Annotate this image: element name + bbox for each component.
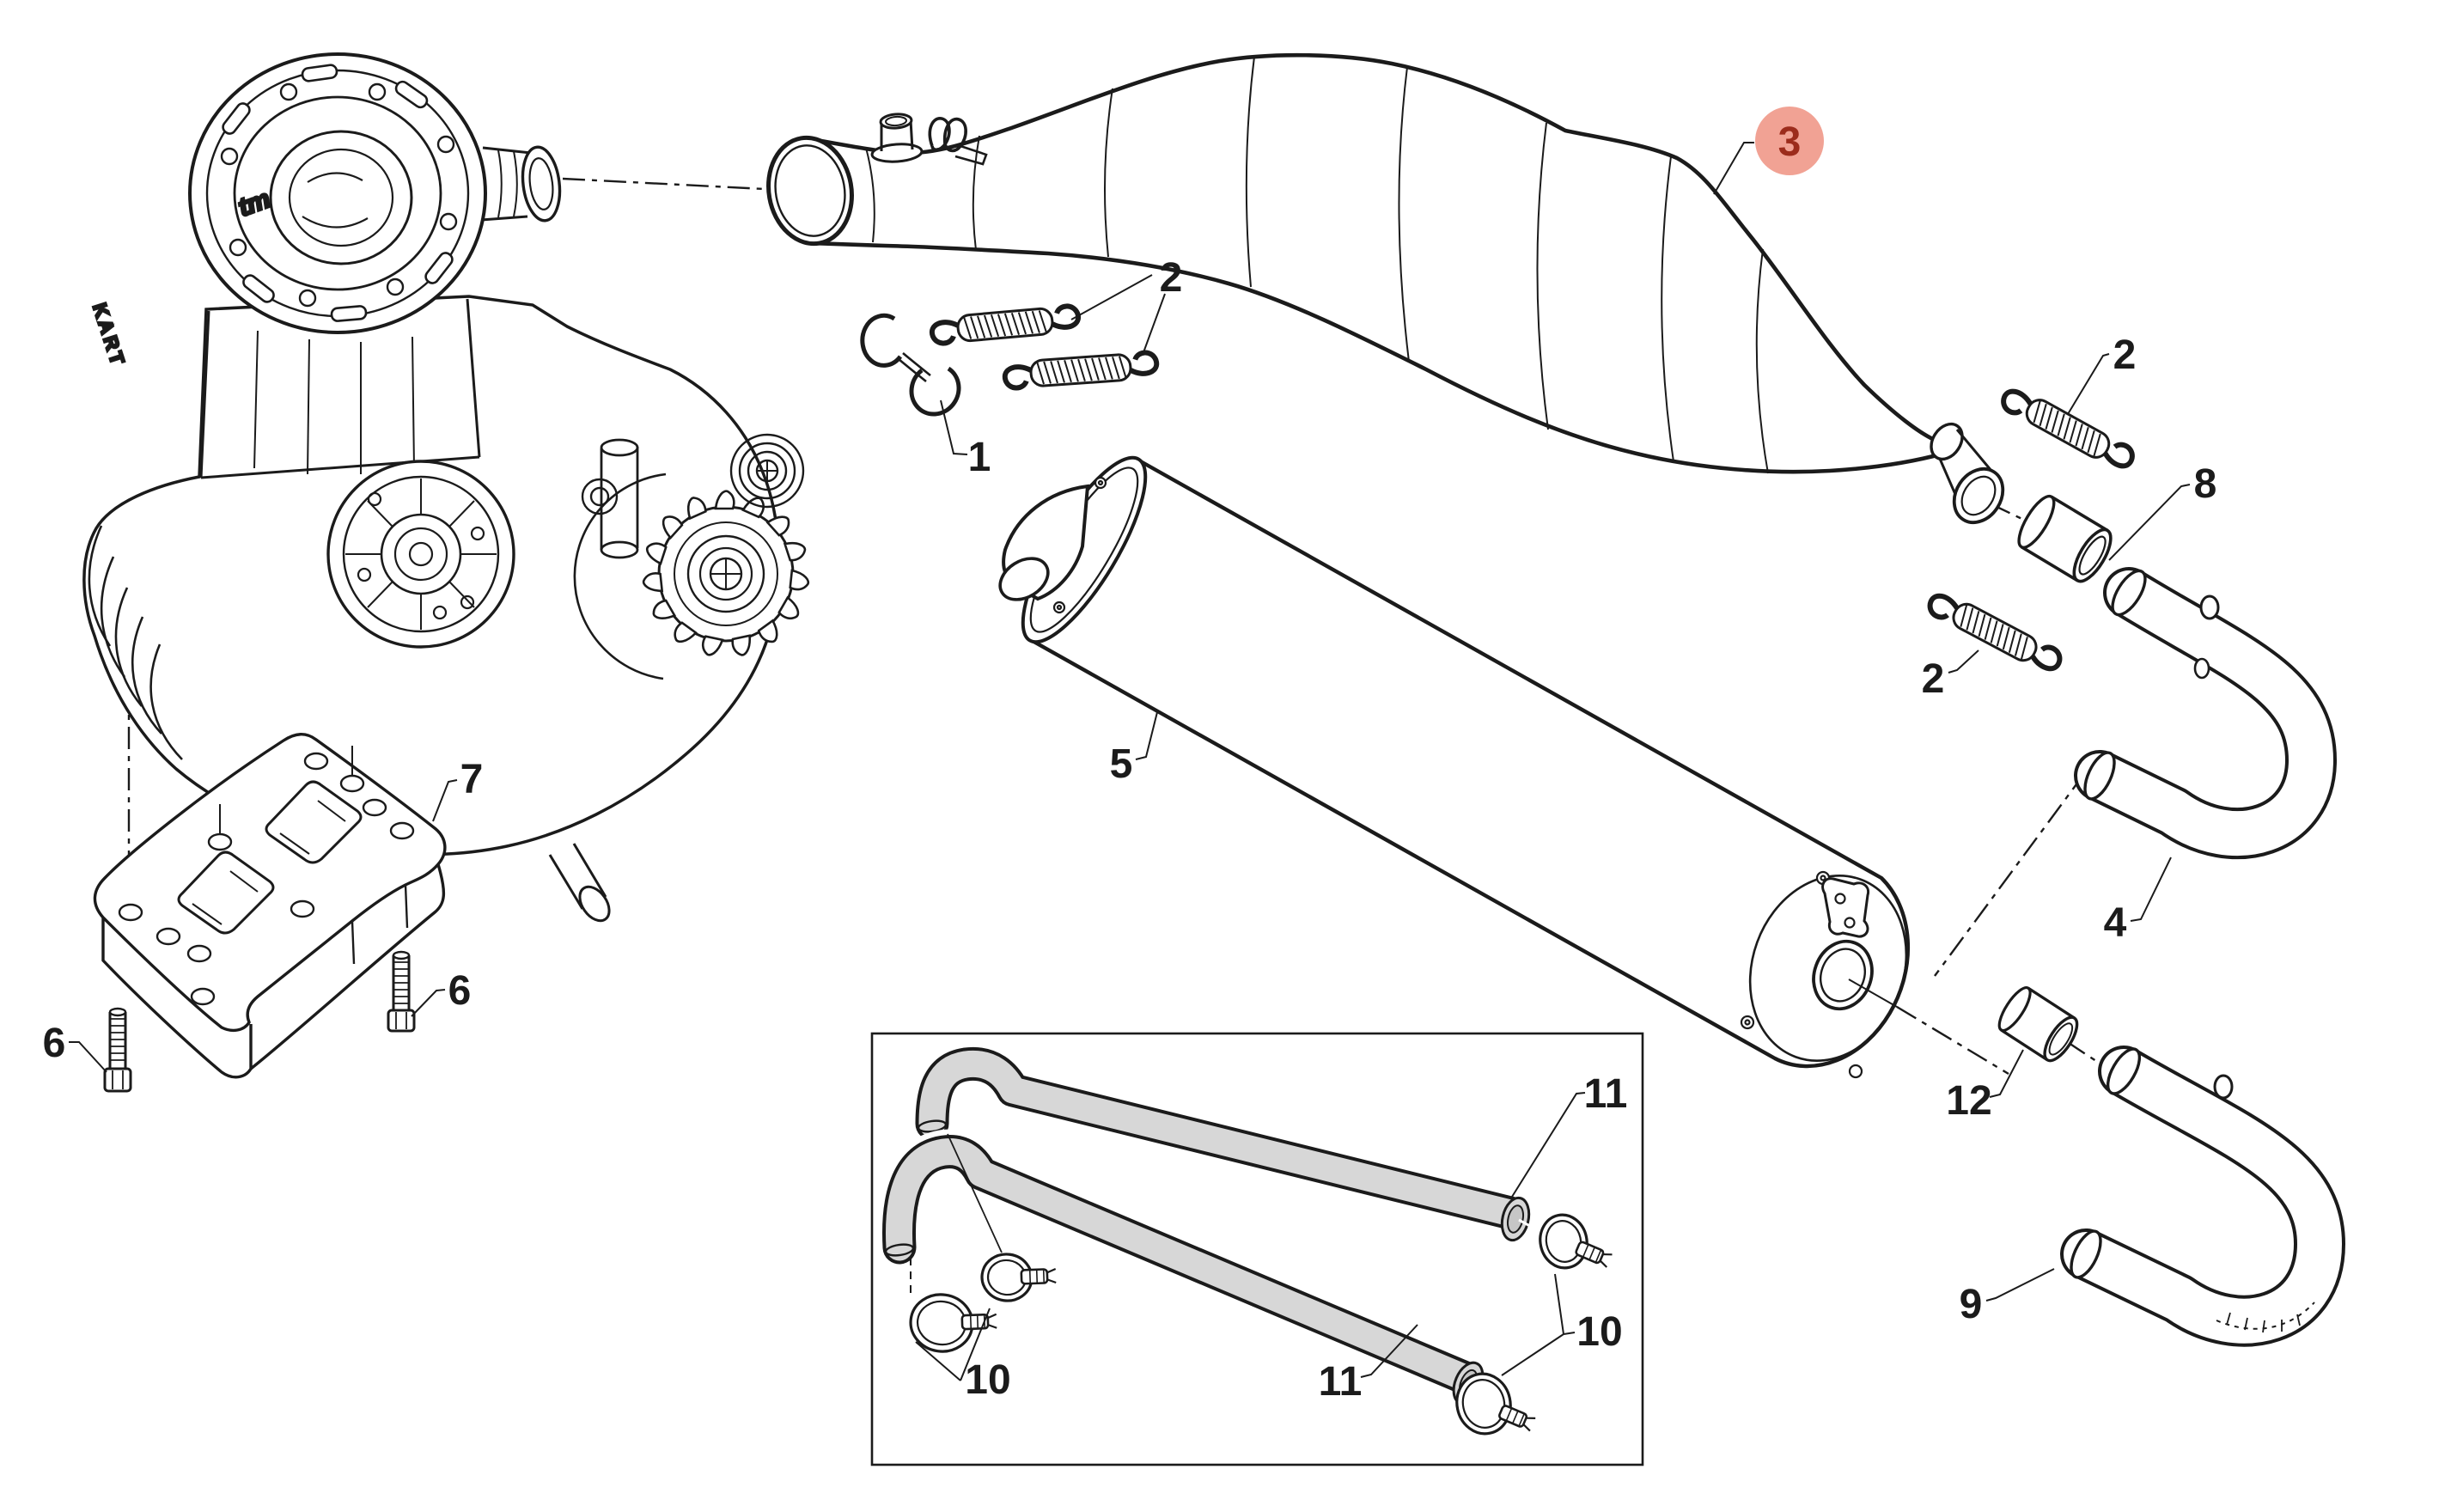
callout-6b-label: 6 bbox=[448, 968, 472, 1014]
plate-openings bbox=[177, 780, 363, 935]
expansion-chamber bbox=[766, 52, 2005, 524]
callout-11b-label: 11 bbox=[1319, 1359, 1363, 1405]
chamber-seams bbox=[865, 56, 1769, 474]
callout-labels: 1 2 2 2 4 5 6 6 7 8 9 10 10 11 11 12 bbox=[43, 255, 2217, 1405]
chamber-inlet bbox=[766, 135, 854, 247]
retaining-clip bbox=[860, 313, 961, 417]
hose-upper bbox=[915, 1046, 1527, 1230]
callout-2-label: 2 bbox=[1160, 255, 1183, 301]
hose-clamp bbox=[980, 1253, 1057, 1302]
hose-lower bbox=[876, 1129, 1485, 1399]
clutch-cover bbox=[326, 460, 515, 649]
detail-inset-box bbox=[870, 1032, 1644, 1466]
head-bolt-holes bbox=[220, 82, 458, 308]
chamber-body bbox=[809, 52, 1947, 474]
callout-10-label: 10 bbox=[965, 1357, 1010, 1403]
mounting-plate bbox=[93, 733, 447, 1079]
spring-post bbox=[870, 113, 924, 163]
leader-lines bbox=[69, 274, 2191, 1381]
callout-11-label: 11 bbox=[1584, 1071, 1628, 1117]
spring-hook-clip bbox=[928, 117, 988, 166]
head-slots bbox=[222, 64, 454, 322]
silencer-rivets bbox=[1052, 476, 1863, 1079]
hose-clamp bbox=[1539, 1213, 1613, 1270]
coupler-sleeve-upper bbox=[2017, 494, 2113, 583]
callout-3-leader bbox=[1713, 142, 1754, 195]
hose-clamp bbox=[909, 1293, 997, 1353]
callout-6-label: 6 bbox=[43, 1021, 66, 1066]
callout-3-label: 3 bbox=[1778, 119, 1802, 165]
silencer-body bbox=[1024, 457, 1911, 1069]
curved-pipe-lower bbox=[2060, 1046, 2345, 1347]
callout-10b-label: 10 bbox=[1576, 1309, 1622, 1355]
callout-3-highlight-circle[interactable] bbox=[1755, 107, 1824, 175]
callout-1-label: 1 bbox=[968, 435, 991, 480]
coupler-sleeve-lower bbox=[1997, 986, 2079, 1063]
callout-7-label: 7 bbox=[460, 757, 484, 802]
callout-4-label: 4 bbox=[2104, 900, 2127, 946]
cooling-fins bbox=[88, 525, 183, 760]
engine-assembly: tm KART bbox=[82, 52, 810, 923]
callout-5-label: 5 bbox=[1110, 741, 1133, 787]
silencer-bracket bbox=[1821, 877, 1870, 938]
plate-holes bbox=[118, 746, 415, 1006]
silencer-inlet-elbow bbox=[998, 484, 1090, 601]
hose-clamp bbox=[1455, 1372, 1536, 1436]
chamber-outlet bbox=[1930, 422, 2005, 524]
spring bbox=[1002, 350, 1160, 391]
exhaust-springs bbox=[929, 303, 2135, 672]
engine-bolt-left bbox=[103, 1007, 132, 1093]
callout-12-label: 12 bbox=[1946, 1078, 1991, 1124]
exhaust-port-stub bbox=[480, 145, 562, 223]
cylinder-head bbox=[188, 52, 487, 334]
cylinder-barrel bbox=[199, 298, 481, 479]
spring bbox=[1927, 593, 2063, 672]
engine-bolt-right bbox=[387, 950, 416, 1033]
spring bbox=[929, 303, 1082, 346]
callout-8-label: 8 bbox=[2194, 461, 2217, 507]
callout-9-label: 9 bbox=[1960, 1282, 1983, 1327]
callout-2c-label: 2 bbox=[1922, 656, 1945, 702]
curved-pipe-upper bbox=[2074, 567, 2337, 860]
engine-brand: KART bbox=[88, 301, 130, 370]
sprocket bbox=[573, 433, 810, 680]
highlighted-callout-3[interactable]: 3 bbox=[1713, 107, 1824, 195]
callout-2b-label: 2 bbox=[2113, 332, 2137, 378]
spring bbox=[2001, 388, 2135, 469]
silencer bbox=[998, 455, 1911, 1079]
